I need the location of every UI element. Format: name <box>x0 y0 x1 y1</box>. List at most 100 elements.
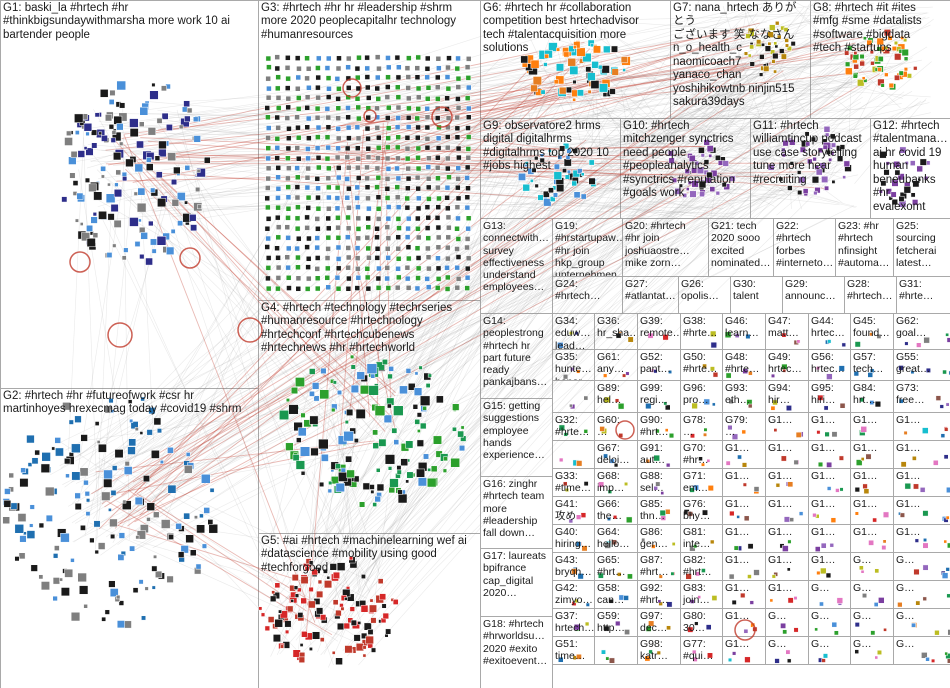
node <box>365 114 371 121</box>
node <box>80 525 86 531</box>
group-box-cell <box>680 412 723 441</box>
node <box>375 96 382 102</box>
node <box>355 215 362 222</box>
node <box>405 440 414 449</box>
edge <box>576 137 772 205</box>
node <box>623 595 629 601</box>
node <box>731 599 737 605</box>
node <box>742 368 749 374</box>
node <box>295 155 302 162</box>
node <box>548 42 558 52</box>
node <box>139 226 146 234</box>
node <box>132 587 139 594</box>
node <box>885 161 890 166</box>
node <box>532 76 542 86</box>
node <box>285 442 294 451</box>
edge <box>143 21 841 484</box>
node <box>161 112 169 120</box>
node <box>394 284 401 291</box>
node <box>265 185 271 191</box>
node <box>304 105 310 111</box>
node <box>297 587 302 593</box>
edge <box>632 69 886 126</box>
node <box>343 431 354 442</box>
edge <box>156 449 371 487</box>
node <box>747 543 754 550</box>
edge <box>145 188 688 485</box>
node <box>274 136 281 142</box>
node <box>601 65 610 74</box>
node <box>454 284 461 291</box>
edge <box>316 169 721 209</box>
edge <box>684 74 911 120</box>
edge <box>738 45 893 52</box>
node <box>71 443 81 454</box>
node <box>167 152 176 161</box>
node <box>304 124 311 131</box>
edge <box>379 116 629 141</box>
node <box>114 449 124 459</box>
node <box>336 562 346 571</box>
node <box>577 168 583 174</box>
edge <box>60 94 576 469</box>
node <box>891 179 899 187</box>
node <box>324 134 331 140</box>
node <box>789 161 795 166</box>
node <box>166 575 174 583</box>
node <box>795 431 802 438</box>
node <box>534 155 539 161</box>
node <box>786 405 792 411</box>
node <box>707 485 714 492</box>
node <box>388 486 396 494</box>
node <box>573 191 581 199</box>
node <box>591 61 599 69</box>
node <box>286 245 292 252</box>
node <box>916 342 922 348</box>
node <box>747 53 752 58</box>
node <box>414 419 421 425</box>
node <box>374 125 381 131</box>
edge <box>123 134 316 623</box>
node <box>405 225 411 232</box>
node <box>116 80 126 91</box>
node <box>279 644 284 649</box>
node <box>275 85 281 92</box>
edge <box>341 152 727 594</box>
node <box>922 564 929 571</box>
group-box-cell <box>637 380 681 413</box>
node <box>364 234 371 241</box>
node <box>31 457 39 465</box>
node <box>525 161 529 165</box>
node <box>147 127 156 136</box>
node <box>113 189 123 198</box>
edge <box>333 157 770 396</box>
edge <box>383 65 616 389</box>
node <box>826 373 833 380</box>
edge <box>388 74 563 194</box>
node <box>916 165 923 173</box>
node <box>845 67 853 76</box>
edge <box>332 178 386 620</box>
node <box>383 414 393 423</box>
node <box>395 134 401 140</box>
node <box>385 215 392 222</box>
node <box>325 124 332 130</box>
node <box>584 621 590 627</box>
node <box>793 459 799 465</box>
edge <box>95 82 758 539</box>
node <box>136 530 146 540</box>
node <box>446 224 452 231</box>
node <box>434 215 441 221</box>
node <box>534 183 539 188</box>
node <box>189 549 197 557</box>
node <box>121 255 127 261</box>
node <box>687 180 693 185</box>
node <box>305 146 311 152</box>
edge <box>596 24 703 194</box>
node <box>415 85 422 92</box>
node <box>311 382 320 390</box>
node <box>588 159 595 166</box>
edge <box>719 44 847 97</box>
node <box>376 483 385 492</box>
node <box>624 481 629 486</box>
